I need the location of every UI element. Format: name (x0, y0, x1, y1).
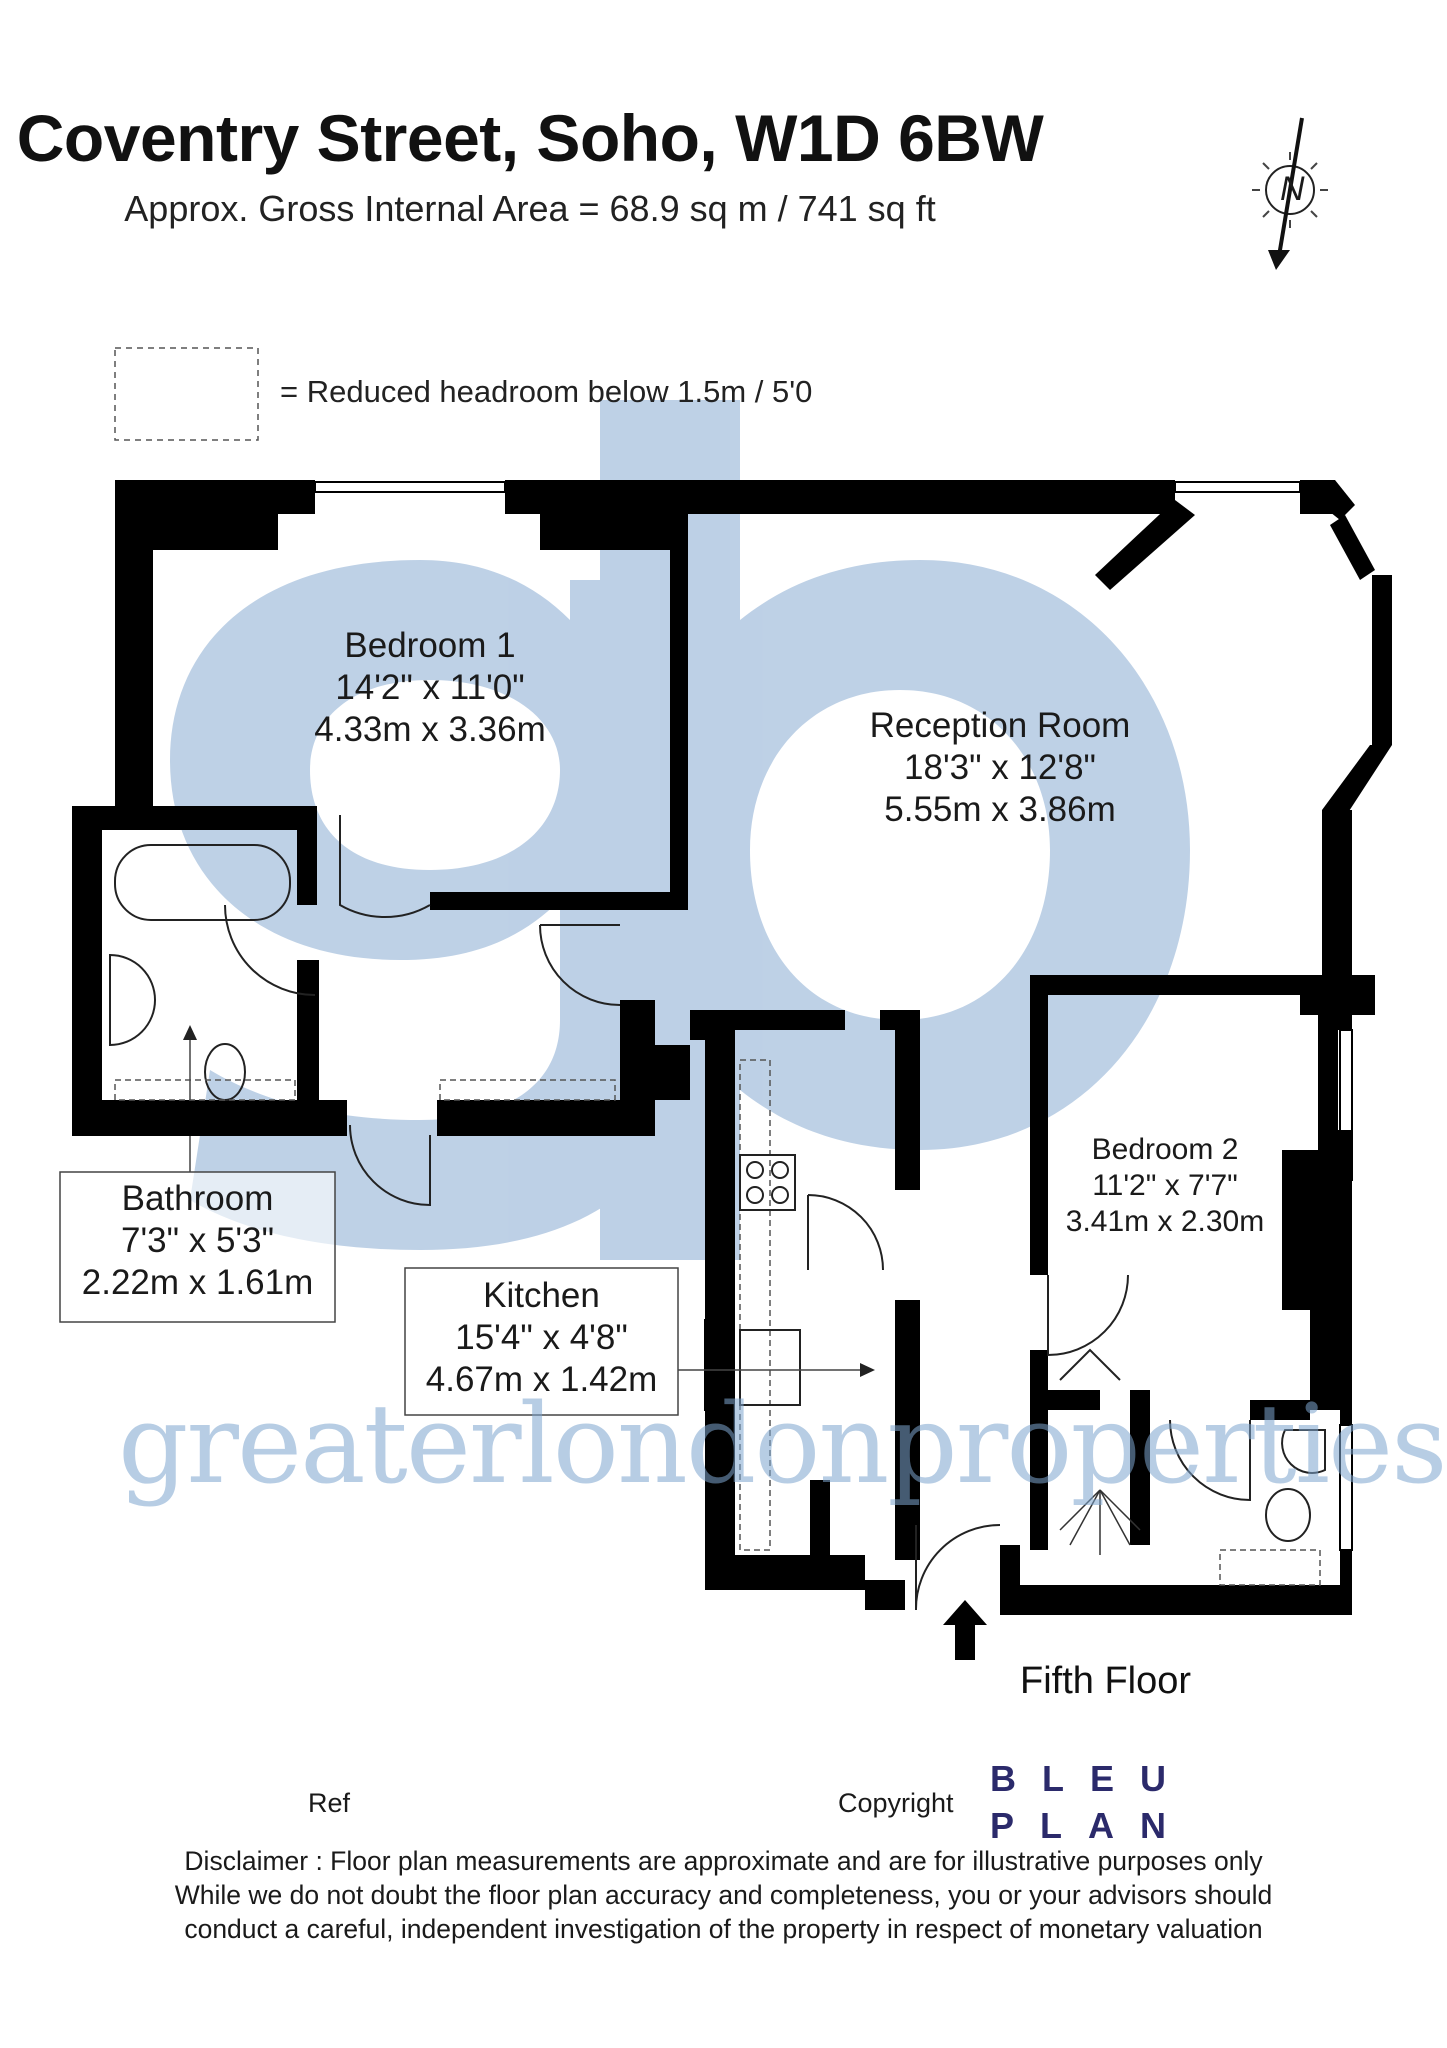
room-reception: Reception Room 18'3" x 12'8" 5.55m x 3.8… (820, 705, 1180, 831)
shower-icon (1059, 1489, 1141, 1555)
room-name: Kitchen (483, 1276, 600, 1315)
watermark-text: greaterlondonproperties (118, 1380, 1447, 1508)
ref-label: Ref (308, 1788, 351, 1818)
room-name: Bathroom (121, 1179, 274, 1218)
room-bedroom-1: Bedroom 1 14'2" x 11'0" 4.33m x 3.36m (285, 625, 575, 751)
room-metric: 5.55m x 3.86m (884, 790, 1116, 829)
bathroom-label-box (59, 1171, 336, 1323)
brand-logo-line-2: PLAN (990, 1805, 1192, 1846)
room-name: Reception Room (869, 706, 1131, 745)
hob-icon (739, 1154, 796, 1211)
room-name: Bedroom 1 (344, 626, 516, 665)
entrance-arrow-icon (943, 1600, 987, 1660)
kitchen-label-box (404, 1267, 679, 1416)
headroom-strips (114, 1059, 1321, 1586)
disclaimer-line: Disclaimer : Floor plan measurements are… (184, 1846, 1263, 1876)
copyright-label: Copyright (838, 1788, 954, 1818)
disclaimer-line: conduct a careful, independent investiga… (184, 1913, 1263, 1944)
room-imperial: 18'3" x 12'8" (904, 748, 1096, 787)
room-imperial: 15'4" x 4'8" (455, 1318, 628, 1357)
room-bedroom-2: Bedroom 2 11'2" x 7'7" 3.41m x 2.30m (1040, 1132, 1290, 1240)
room-metric: 2.22m x 1.61m (81, 1263, 314, 1302)
room-kitchen: Kitchen 15'4" x 4'8" 4.67m x 1.42m (405, 1275, 678, 1401)
brand-logo-line-1: BLEU (990, 1758, 1192, 1799)
room-name: Bedroom 2 (1091, 1133, 1239, 1166)
room-imperial: 11'2" x 7'7" (1092, 1169, 1238, 1202)
room-metric: 4.67m x 1.42m (425, 1360, 658, 1399)
room-metric: 3.41m x 2.30m (1065, 1205, 1265, 1238)
disclaimer-line: While we do not doubt the floor plan acc… (174, 1879, 1273, 1910)
floor-label: Fifth Floor (1020, 1660, 1192, 1702)
bathtub-icon (114, 844, 291, 921)
room-imperial: 7'3" x 5'3" (120, 1221, 275, 1260)
toilet-icon (1265, 1488, 1311, 1542)
compass-label: N (1280, 170, 1305, 208)
basin-icon (1281, 1429, 1326, 1474)
page-title: Coventry Street, Soho, W1D 6BW (16, 101, 1044, 175)
area-subtitle: Approx. Gross Internal Area = 68.9 sq m … (124, 188, 936, 229)
legend-text: = Reduced headroom below 1.5m / 5'0 (280, 374, 813, 409)
sink-icon (739, 1329, 801, 1406)
windows (704, 1029, 1353, 1551)
room-bathroom: Bathroom 7'3" x 5'3" 2.22m x 1.61m (60, 1178, 335, 1304)
legend-box (114, 347, 259, 441)
room-imperial: 14'2" x 11'0" (335, 668, 525, 707)
doors (224, 815, 1251, 1611)
basin-icon (109, 953, 156, 1047)
room-metric: 4.33m x 3.36m (314, 710, 546, 749)
walls (72, 480, 1392, 1615)
compass-icon (1252, 117, 1328, 270)
disclaimer: Disclaimer : Floor plan measurements are… (0, 1845, 1447, 1947)
